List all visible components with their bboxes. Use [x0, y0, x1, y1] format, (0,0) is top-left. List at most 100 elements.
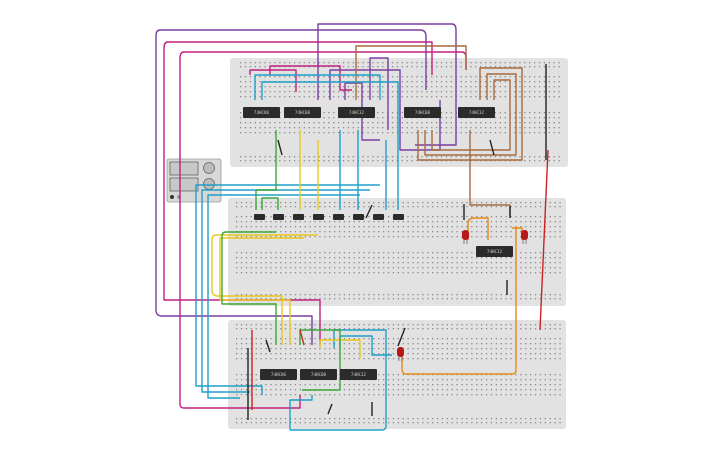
breadboard-hole: [529, 96, 531, 98]
breadboard-hole: [285, 262, 287, 264]
input-switch[interactable]: [273, 214, 284, 220]
breadboard-hole: [397, 298, 399, 300]
breadboard-hole: [328, 76, 330, 78]
breadboard-hole: [342, 156, 345, 158]
power-knob[interactable]: [203, 178, 215, 190]
breadboard-hole: [530, 294, 532, 296]
breadboard-hole: [293, 96, 296, 98]
breadboard-hole: [240, 86, 242, 88]
input-switch[interactable]: [393, 214, 404, 220]
breadboard-hole: [524, 91, 526, 93]
breadboard-hole: [245, 389, 248, 391]
breadboard-hole: [334, 384, 336, 386]
breadboard-hole: [432, 379, 434, 381]
breadboard-hole: [236, 384, 238, 386]
breadboard-hole: [422, 418, 424, 420]
breadboard-hole: [525, 294, 527, 296]
breadboard-hole: [481, 418, 483, 420]
breadboard-hole: [481, 379, 483, 381]
breadboard-hole: [342, 86, 345, 88]
input-switch[interactable]: [313, 214, 324, 220]
breadboard-hole: [245, 272, 248, 274]
breadboard-hole: [440, 81, 443, 83]
breadboard-hole: [319, 262, 321, 264]
breadboard-hole: [505, 231, 507, 233]
breadboard-hole: [392, 418, 395, 420]
breadboard-hole: [275, 221, 277, 223]
breadboard-hole: [530, 206, 532, 208]
breadboard-hole: [534, 66, 536, 68]
input-switch[interactable]: [254, 214, 265, 220]
breadboard-hole: [236, 379, 238, 381]
breadboard-hole: [352, 160, 354, 162]
breadboard-hole: [544, 389, 546, 391]
power-knob[interactable]: [203, 162, 215, 174]
breadboard-hole: [456, 202, 458, 204]
breadboard-hole: [358, 257, 360, 259]
breadboard-hole: [255, 226, 257, 228]
input-switch[interactable]: [373, 214, 384, 220]
breadboard-hole: [363, 348, 365, 350]
breadboard-hole: [450, 76, 452, 78]
breadboard-hole: [319, 348, 321, 350]
breadboard-hole: [544, 298, 546, 300]
breadboard-hole: [358, 298, 360, 300]
breadboard-hole: [476, 324, 478, 326]
breadboard-hole: [548, 117, 550, 119]
breadboard-hole: [270, 202, 272, 204]
breadboard-hole: [461, 294, 463, 296]
breadboard-hole: [485, 231, 488, 233]
breadboard-hole: [367, 127, 369, 129]
breadboard-hole: [436, 379, 439, 381]
breadboard-hole: [520, 202, 522, 204]
breadboard-hole: [529, 132, 531, 134]
breadboard-hole: [500, 257, 502, 259]
breadboard-hole: [525, 374, 527, 376]
breadboard-hole: [397, 379, 399, 381]
breadboard-hole: [485, 358, 488, 360]
breadboard-hole: [264, 96, 266, 98]
breadboard-hole: [509, 76, 511, 78]
breadboard-hole: [319, 206, 321, 208]
breadboard-hole: [495, 206, 497, 208]
breadboard-hole: [255, 343, 257, 345]
breadboard-hole: [534, 202, 537, 204]
breadboard-hole: [342, 132, 345, 134]
input-switch[interactable]: [353, 214, 364, 220]
breadboard-hole: [309, 348, 311, 350]
input-switch[interactable]: [333, 214, 344, 220]
breadboard-hole: [436, 252, 439, 254]
breadboard-hole: [368, 389, 370, 391]
input-switch[interactable]: [293, 214, 304, 220]
breadboard-hole: [363, 206, 365, 208]
breadboard-hole: [543, 122, 546, 124]
breadboard-hole: [334, 298, 336, 300]
breadboard-hole: [559, 418, 561, 420]
breadboard-hole: [553, 132, 555, 134]
breadboard-hole: [480, 156, 482, 158]
breadboard-hole: [441, 338, 444, 340]
breadboard-hole: [275, 226, 277, 228]
breadboard-hole: [402, 374, 404, 376]
breadboard-hole: [362, 91, 364, 93]
breadboard-hole: [471, 324, 473, 326]
breadboard-hole: [510, 202, 512, 204]
breadboard-hole: [466, 252, 468, 254]
breadboard-hole: [260, 422, 262, 424]
breadboard-hole: [392, 353, 395, 355]
breadboard-hole: [520, 422, 522, 424]
breadboard-hole: [401, 81, 403, 83]
breadboard-hole: [554, 298, 556, 300]
breadboard-hole: [451, 418, 453, 420]
breadboard-hole: [515, 379, 517, 381]
breadboard-hole: [289, 231, 292, 233]
breadboard-hole: [440, 86, 443, 88]
chip-bot-3: 74HC32: [340, 369, 377, 380]
breadboard-hole: [451, 272, 453, 274]
breadboard-hole: [391, 156, 394, 158]
breadboard-hole: [368, 226, 370, 228]
breadboard-hole: [304, 343, 306, 345]
breadboard-hole: [362, 122, 364, 124]
wires: [155, 23, 549, 431]
breadboard-hole: [426, 66, 428, 68]
